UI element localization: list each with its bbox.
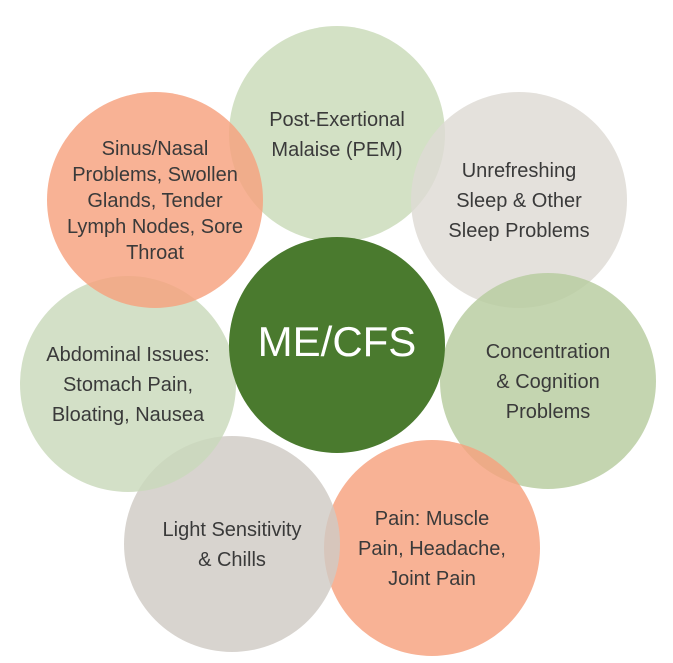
petal-label-abdominal: Abdominal Issues: Stomach Pain, Bloating, … xyxy=(46,344,209,426)
petal-circle-sleep xyxy=(411,92,627,308)
petal-label-line: Problems xyxy=(506,401,590,423)
petal-circle-cognition xyxy=(440,273,656,489)
petal-sinus xyxy=(47,92,263,308)
petal-abdominal xyxy=(20,276,236,492)
petal-circle-sinus xyxy=(47,92,263,308)
center-node: ME/CFS xyxy=(229,237,445,453)
petal-label-line: Abdominal Issues: xyxy=(46,344,209,366)
petal-cognition xyxy=(440,273,656,489)
petal-label-line: Lymph Nodes, Sore xyxy=(67,216,243,238)
petal-circle-abdominal xyxy=(20,276,236,492)
petal-label-line: Concentration xyxy=(486,341,611,363)
petal-label-line: Problems, Swollen xyxy=(72,164,238,186)
petal-label-line: Malaise (PEM) xyxy=(271,139,402,161)
petal-label-line: Unrefreshing xyxy=(462,160,577,182)
petal-label-line: Light Sensitivity xyxy=(163,519,302,541)
petal-circle-pem xyxy=(229,26,445,242)
petal-circle-pain xyxy=(324,440,540,656)
center-label: ME/CFS xyxy=(258,318,417,365)
petal-circle-light xyxy=(124,436,340,652)
petal-label-line: Glands, Tender xyxy=(87,190,223,212)
petal-label-line: Bloating, Nausea xyxy=(52,404,205,426)
petal-label-line: Throat xyxy=(126,242,184,264)
petal-light xyxy=(124,436,340,652)
petal-label-line: & Cognition xyxy=(496,371,599,393)
petal-label-light: Light Sensitivity & Chills xyxy=(163,519,302,571)
petal-label-line: Sleep & Other xyxy=(456,190,582,212)
petal-label-line: Post-Exertional xyxy=(269,109,405,131)
petal-sleep xyxy=(411,92,627,308)
petal-label-line: & Chills xyxy=(198,549,266,571)
petal-pain xyxy=(324,440,540,656)
petal-label-line: Sleep Problems xyxy=(448,220,589,242)
petal-label-line: Pain: Muscle xyxy=(375,508,490,530)
center-circle xyxy=(229,237,445,453)
petal-label-line: Joint Pain xyxy=(388,568,476,590)
petal-label-line: Sinus/Nasal xyxy=(102,138,209,160)
petal-label-line: Stomach Pain, xyxy=(63,374,193,396)
petal-label-line: Pain, Headache, xyxy=(358,538,506,560)
petal-pem xyxy=(229,26,445,242)
